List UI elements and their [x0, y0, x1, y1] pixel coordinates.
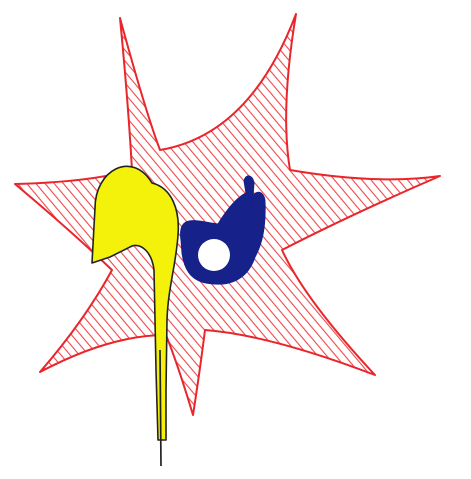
white-circle: [198, 239, 230, 271]
thin-pole-line: [160, 350, 161, 466]
